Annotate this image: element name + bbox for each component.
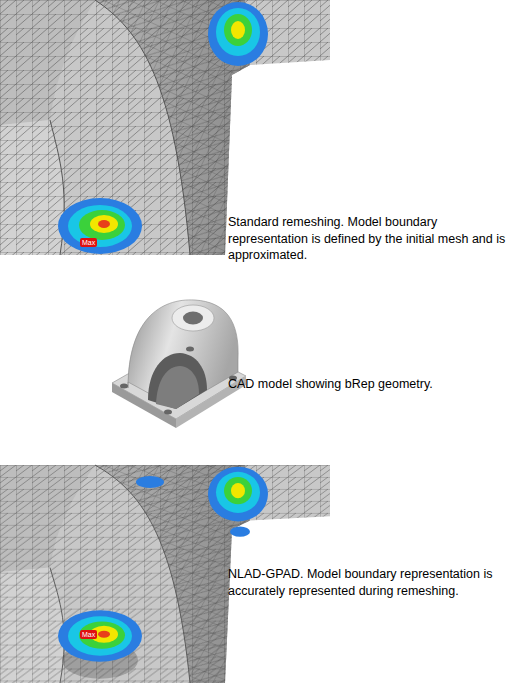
max-tag: Max (80, 630, 97, 639)
stress-contour (58, 467, 268, 662)
cad-model (112, 300, 246, 428)
caption: Standard remeshing. Model boundary repre… (228, 214, 520, 264)
caption: CAD model showing bRep geometry. (228, 376, 520, 393)
max-tag: Max (80, 238, 97, 247)
caption: NLAD-GPAD. Model boundary representation… (228, 566, 520, 599)
